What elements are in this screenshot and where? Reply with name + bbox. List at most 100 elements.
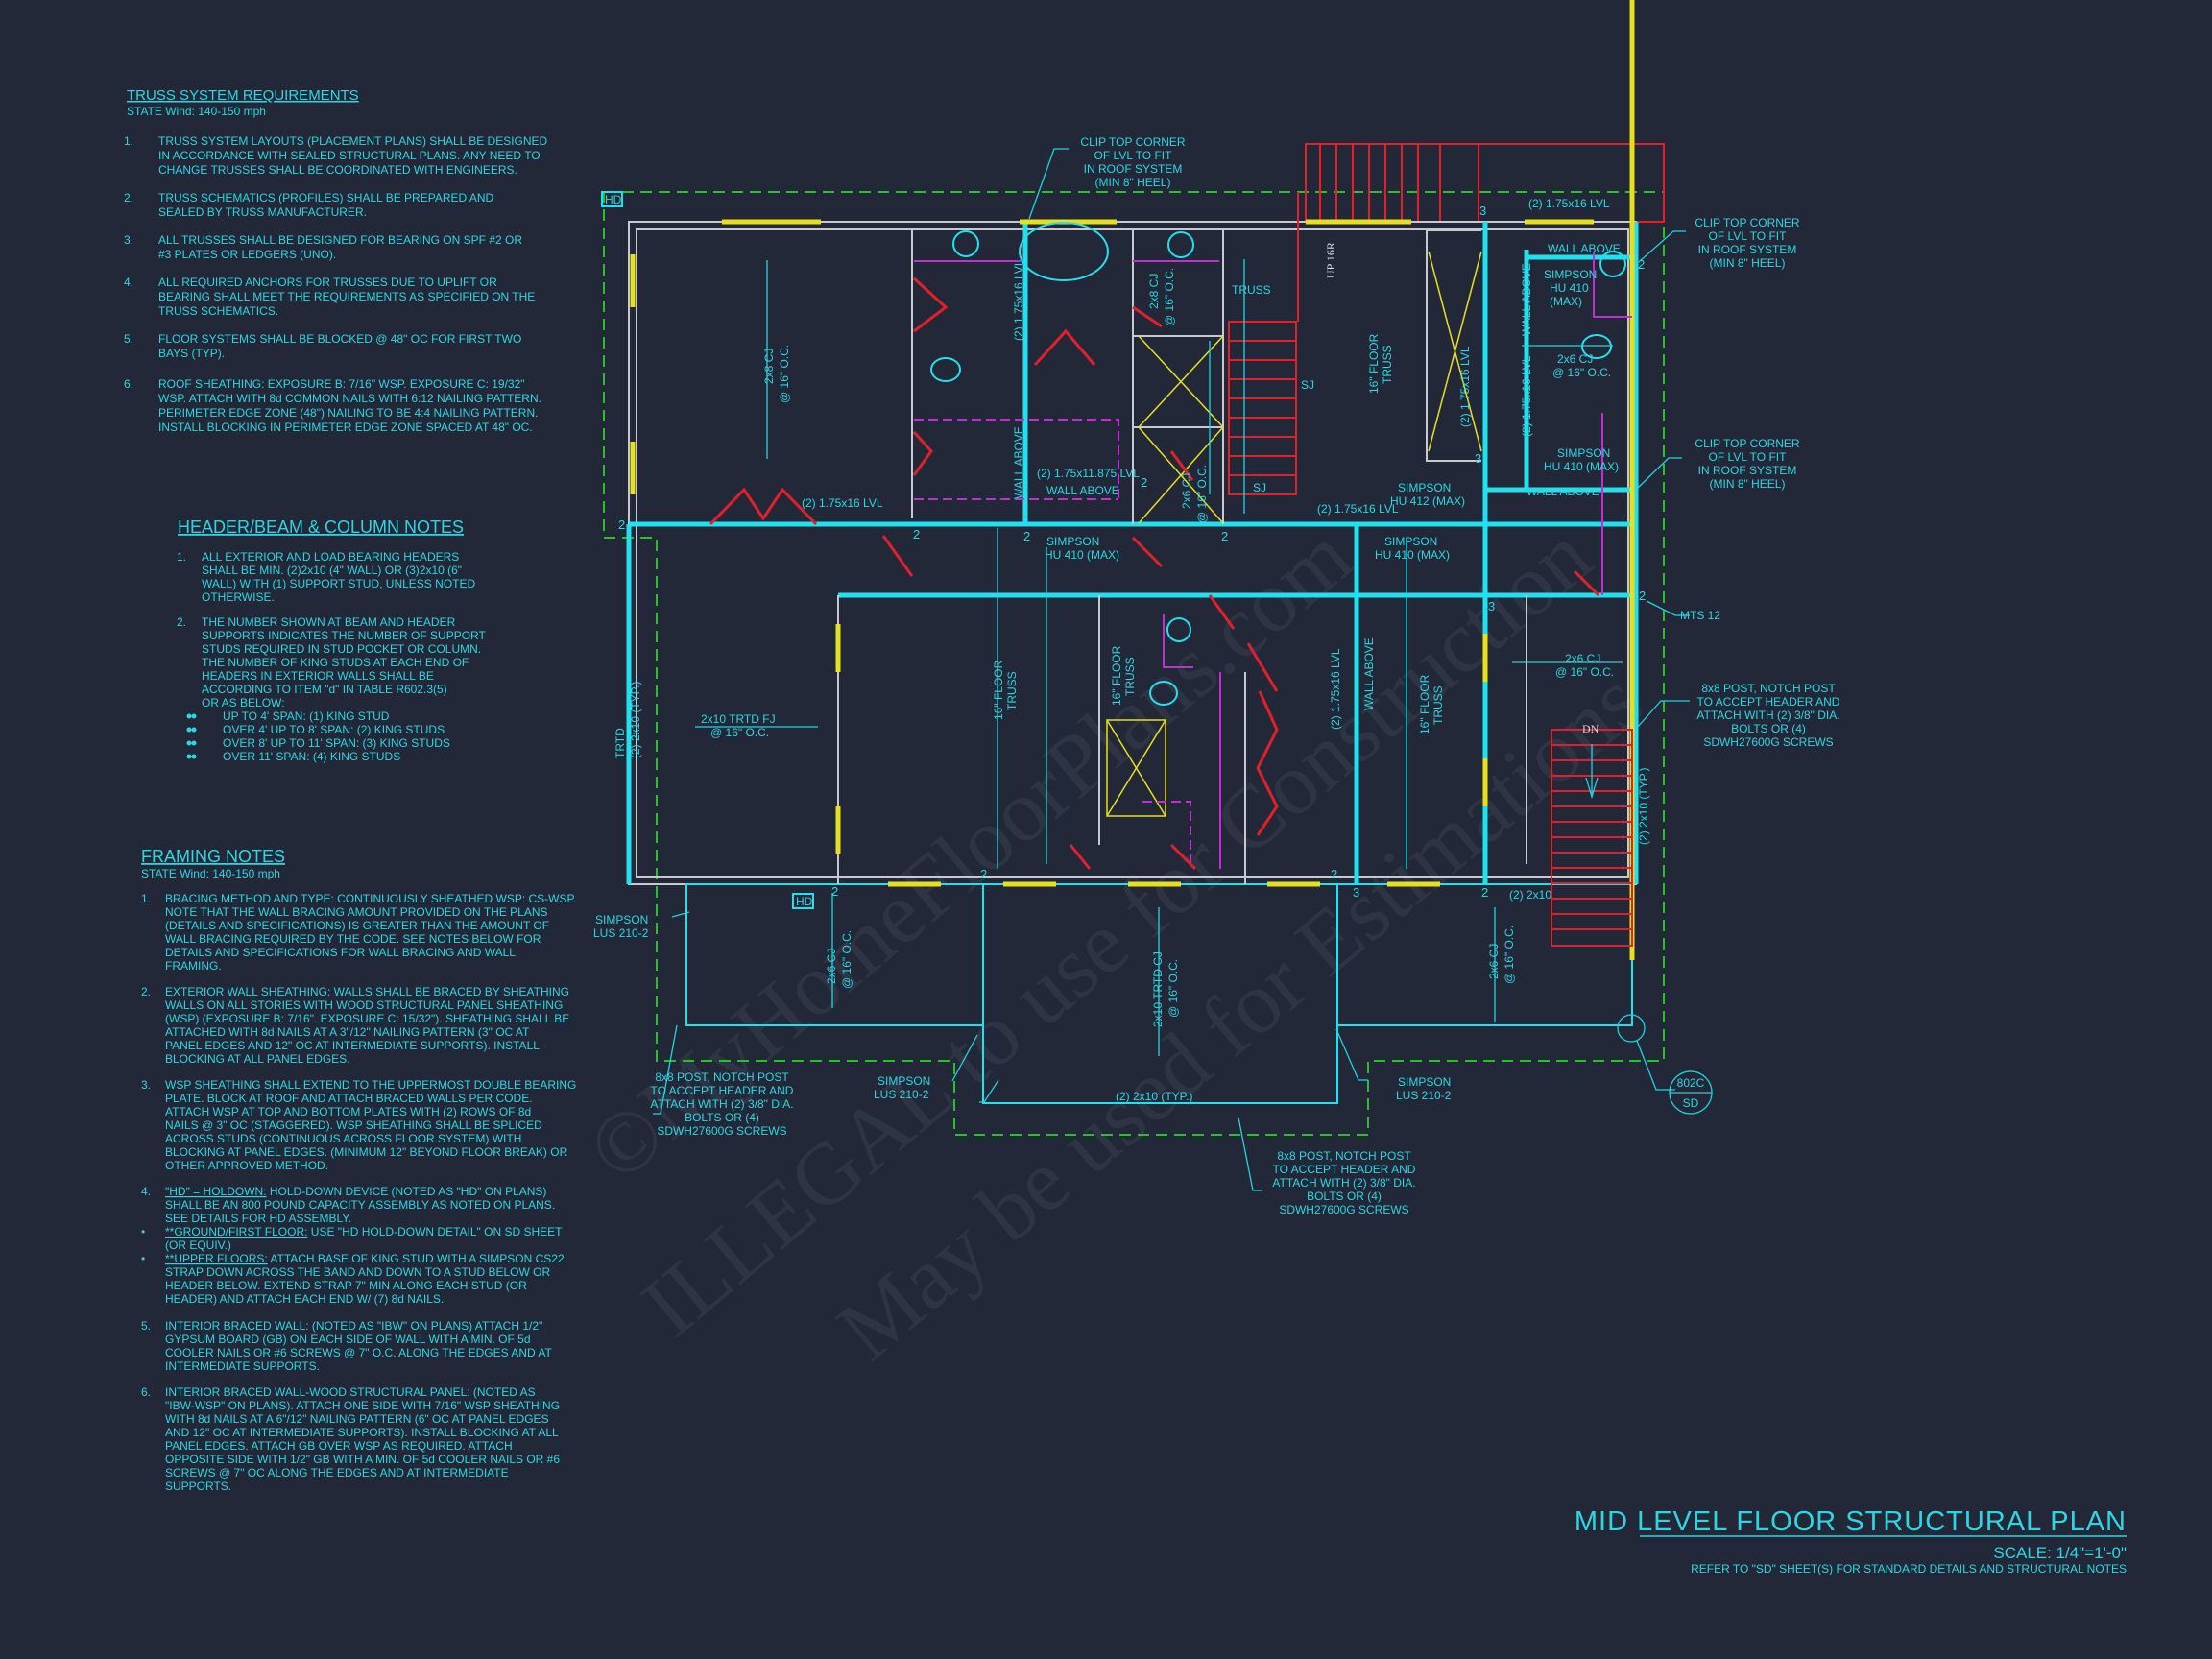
note-item: 2. TRUSS SCHEMATICS (PROFILES) SHALL BE …: [124, 191, 494, 219]
callout-line: CLIP TOP CORNER: [1695, 437, 1799, 450]
stud-marker: 2: [980, 867, 987, 881]
note-line: OTHER APPROVED METHOD.: [165, 1159, 328, 1172]
note-line: ATTACHED WITH 8d NAILS AT A 3"/12" NAILI…: [165, 1025, 530, 1039]
detail-id: 802C: [1677, 1076, 1705, 1090]
note-line: NAILS @ 3" OC (STAGGERED). WSP SHEATHING…: [165, 1118, 542, 1132]
note-line: SCREWS @ 7" OC ALONG THE EDGES AND AT IN…: [165, 1466, 509, 1479]
note-line: ROOF SHEATHING: EXPOSURE B: 7/16" WSP. E…: [158, 377, 525, 391]
note-line: SEE DETAILS FOR HD ASSEMBLY.: [165, 1212, 351, 1225]
callout-line: IN ROOF SYSTEM: [1698, 464, 1797, 477]
joist-spacing-label: @ 16" O.C.: [1503, 926, 1516, 984]
note-line: TRUSS SYSTEM LAYOUTS (PLACEMENT PLANS) S…: [158, 134, 548, 148]
hanger-label: HU 410 (MAX): [1045, 548, 1119, 562]
bullet-list: UP TO 4' SPAN: (1) KING STUD OVER 4' UP …: [186, 709, 450, 763]
shelf-lines: [914, 419, 1191, 869]
note-number: 1.: [141, 892, 151, 905]
note-line: BAYS (TYP).: [158, 347, 225, 360]
joist-label: 2x6 CJ: [825, 949, 838, 984]
shower-open-to-below: [1106, 251, 1482, 817]
header-label: (2) 2x10 (TYP.): [1637, 768, 1650, 845]
note-line: SHALL BE AN 800 POUND CAPACITY ASSEMBLY …: [165, 1198, 555, 1212]
bullet-icon: [186, 754, 192, 759]
note-line: HEADER) AND ATTACH EACH END W/ (7) 8d NA…: [165, 1292, 444, 1306]
joist-spacing-label: @ 16" O.C.: [840, 930, 854, 989]
note-line: FLOOR SYSTEMS SHALL BE BLOCKED @ 48" OC …: [158, 332, 521, 346]
truss-label: 16" FLOOR: [992, 660, 1005, 720]
note-line: OPPOSITE SIDE WITH 1/2" GB WITH A MIN. O…: [165, 1453, 560, 1466]
bullet-line: OVER 4' UP TO 8' SPAN: (2) KING STUDS: [223, 723, 445, 736]
note-line: INTERIOR BRACED WALL-WOOD STRUCTURAL PAN…: [165, 1385, 536, 1399]
note-line: HEADER BELOW. EXTEND STRAP 7" MIN ALONG …: [165, 1279, 527, 1292]
stud-marker: 2: [831, 884, 838, 899]
sink-icon: [1599, 251, 1626, 277]
callout-line: SDWH27600G SCREWS: [1703, 735, 1833, 749]
stud-marker: 2: [1331, 867, 1337, 881]
callout-line: ATTACH WITH (2) 3/8" DIA.: [1696, 709, 1839, 722]
callout-post-left: 8x8 POST, NOTCH POST TO ACCEPT HEADER AN…: [650, 1070, 793, 1138]
joist-label: SJ: [1301, 378, 1314, 392]
hanger-label: LUS 210-2: [874, 1088, 929, 1101]
callout-line: 8x8 POST, NOTCH POST: [655, 1070, 789, 1084]
joist-label: 2x6 CJ: [1557, 352, 1593, 366]
wall-above-label: WALL ABOVE: [1527, 485, 1599, 498]
hanger-label: LUS 210-2: [1396, 1089, 1452, 1102]
joist-spacing-label: @ 16" O.C.: [710, 726, 769, 739]
stair-direction-label: DN: [1582, 722, 1599, 735]
callout-line: TO ACCEPT HEADER AND: [1697, 695, 1840, 709]
note-item: 6. ROOF SHEATHING: EXPOSURE B: 7/16" WSP…: [124, 377, 541, 434]
callout-line: ATTACH WITH (2) 3/8" DIA.: [650, 1097, 793, 1111]
bathtub-icon: [1019, 222, 1109, 281]
drawing-reference-note: REFER TO "SD" SHEET(S) FOR STANDARD DETA…: [1691, 1562, 2127, 1575]
toilet-icon: [1149, 681, 1178, 706]
note-line: PLATE. BLOCK AT ROOF AND ATTACH BRACED W…: [165, 1092, 533, 1105]
exterior-wall-inner: [636, 228, 1629, 878]
callout-line: BOLTS OR (4): [685, 1111, 759, 1124]
stud-marker: 2: [913, 527, 920, 541]
bullet-icon: [191, 754, 197, 759]
floor-plan: HD HD 802C SD: [601, 0, 1713, 1191]
note-line: ALL REQUIRED ANCHORS FOR TRUSSES DUE TO …: [158, 276, 497, 289]
header-label: (2) 2x10 (TYP.): [629, 682, 642, 758]
note-line: (WSP) (EXPOSURE B: 7/16". EXPOSURE C: 15…: [165, 1012, 569, 1025]
header-beam-column-notes: HEADER/BEAM & COLUMN NOTES 1. ALL EXTERI…: [177, 517, 486, 763]
section-title: FRAMING NOTES: [141, 847, 285, 866]
interior-stair: [1228, 192, 1299, 495]
note-line: CHANGE TRUSSES SHALL BE COORDINATED WITH…: [158, 163, 517, 177]
note-number: 1.: [177, 550, 186, 564]
note-line: BLOCKING AT PANEL EDGES. (MINIMUM 12" BE…: [165, 1145, 568, 1159]
callout-clip-right-2: CLIP TOP CORNER OF LVL TO FIT IN ROOF SY…: [1695, 437, 1799, 491]
truss-label: TRUSS: [1232, 283, 1271, 297]
note-line: INTERMEDIATE SUPPORTS.: [165, 1359, 320, 1373]
note-line: IN ACCORDANCE WITH SEALED STRUCTURAL PLA…: [158, 149, 541, 162]
note-line: GYPSUM BOARD (GB) ON EACH SIDE OF WALL W…: [165, 1333, 531, 1346]
note-lead: **GROUND/FIRST FLOOR:: [165, 1225, 307, 1238]
leader-lines: [653, 148, 1690, 1191]
callout-line: SDWH27600G SCREWS: [1279, 1203, 1408, 1216]
joist-label: 2x6 CJ: [1180, 473, 1193, 509]
watermark-line: ILLEGAL to use for Construction: [624, 506, 1609, 1355]
note-line: THE NUMBER SHOWN AT BEAM AND HEADER: [202, 615, 456, 629]
callout-line: CLIP TOP CORNER: [1080, 135, 1185, 149]
wall-label: TRTD: [613, 728, 627, 758]
bullet-line: OVER 8' UP TO 11' SPAN: (3) KING STUDS: [223, 736, 450, 750]
hanger-label: SIMPSON: [595, 913, 648, 926]
hanger-label: HU 410: [1550, 281, 1589, 295]
stud-marker: 3: [1475, 451, 1481, 466]
note-line: **GROUND/FIRST FLOOR: USE "HD HOLD-DOWN …: [165, 1225, 563, 1238]
beam-label: (2) 1.75x16 LVL: [1329, 648, 1342, 730]
note-number: 4.: [141, 1185, 151, 1198]
note-lead: "HD" = HOLDOWN:: [165, 1185, 267, 1198]
beam-label: (2) 1.75x16 LVL: [1520, 355, 1533, 437]
callout-line: BOLTS OR (4): [1307, 1190, 1382, 1203]
note-line: ACCORDING TO ITEM "d" IN TABLE R602.3(5): [202, 683, 447, 696]
callout-line: OF LVL TO FIT: [1709, 450, 1788, 464]
beam-label: (2) 1.75x16 LVL: [1317, 502, 1399, 516]
note-line: ACROSS STUDS (CONTINUOUS ACROSS FLOOR SY…: [165, 1132, 521, 1145]
note-line: OTHERWISE.: [202, 590, 275, 604]
callout-line: TO ACCEPT HEADER AND: [1273, 1163, 1416, 1176]
note-number: 3.: [124, 233, 133, 247]
section-subtitle: STATE Wind: 140-150 mph: [141, 867, 280, 880]
truss-label: 16" FLOOR: [1367, 333, 1381, 394]
note-line: WALL BRACING REQUIRED BY THE CODE. SEE N…: [165, 932, 541, 946]
